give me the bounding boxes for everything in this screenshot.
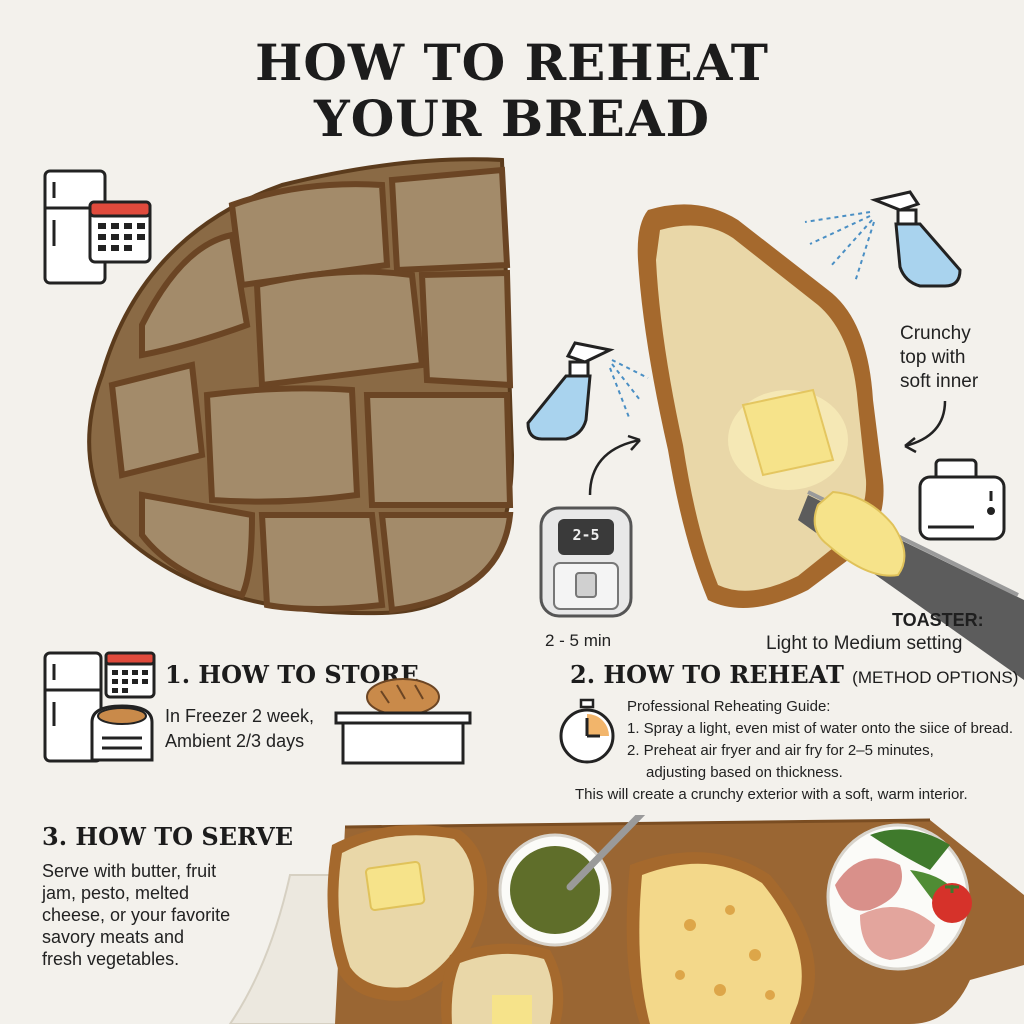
store-icons (40, 650, 160, 768)
store-line-1: In Freezer 2 week, (165, 706, 315, 726)
reheat-heading-sub: (METHOD OPTIONS) (852, 668, 1019, 687)
crunchy-line-2: top with (900, 347, 966, 368)
toaster-label: TOASTER: (892, 610, 984, 630)
guide-step-1: 1. Spray a light, even mist of water ont… (627, 720, 1014, 737)
curved-arrow-icon (585, 430, 645, 500)
title-line-1: HOW TO REHEAT (255, 33, 769, 92)
crunchy-line-1: Crunchy (900, 323, 971, 344)
reheat-heading: 2. HOW TO REHEAT (METHOD OPTIONS) (570, 660, 1018, 689)
crunchy-annotation: Crunchy top with soft inner (900, 322, 978, 394)
toaster-icon (916, 455, 1008, 547)
serve-line-4: savory meats and (42, 927, 185, 947)
store-line-2: Ambient 2/3 days (165, 731, 305, 751)
toast-slice-image (628, 200, 1024, 700)
serve-heading: 3. HOW TO SERVE (42, 822, 294, 851)
bread-box-icon (333, 675, 473, 767)
guide-step-2-cont: adjusting based on thickness. (646, 764, 843, 781)
serve-line-3: cheese, or your favorite (42, 905, 231, 925)
air-fryer-time: 2 - 5 min (545, 631, 612, 650)
serve-line-1: Serve with butter, fruit (42, 861, 217, 881)
toaster-setting: Light to Medium setting (766, 633, 963, 654)
air-fryer-display: 2-5 (572, 526, 600, 544)
bread-loaf-image (82, 155, 522, 620)
stopwatch-icon (556, 698, 618, 766)
crunchy-line-3: soft inner (900, 371, 979, 392)
air-fryer-icon (536, 505, 636, 623)
guide-step-2: 2. Preheat air fryer and air fry for 2–5… (627, 742, 934, 759)
spray-bottle-icon (804, 190, 962, 288)
fridge-calendar-icon-group (40, 168, 155, 288)
guide-result: This will create a crunchy exterior with… (575, 786, 968, 803)
serving-board-image (210, 815, 1024, 1024)
spray-bottle-icon-top (800, 182, 970, 292)
serve-text: Serve with butter, fruit jam, pesto, mel… (42, 860, 230, 970)
guide-title: Professional Reheating Guide: (627, 698, 831, 715)
fridge-icon (43, 651, 156, 763)
curved-arrow-icon (895, 396, 955, 456)
reheat-heading-main: 2. HOW TO REHEAT (570, 660, 844, 689)
spray-bottle-icon (526, 341, 649, 441)
title-line-2: YOUR BREAD (314, 89, 710, 148)
fridge-icon (43, 169, 152, 285)
spray-bottle-icon-middle (520, 338, 650, 448)
serve-line-2: jam, pesto, melted (42, 883, 190, 903)
serve-line-5: fresh vegetables. (42, 949, 180, 969)
